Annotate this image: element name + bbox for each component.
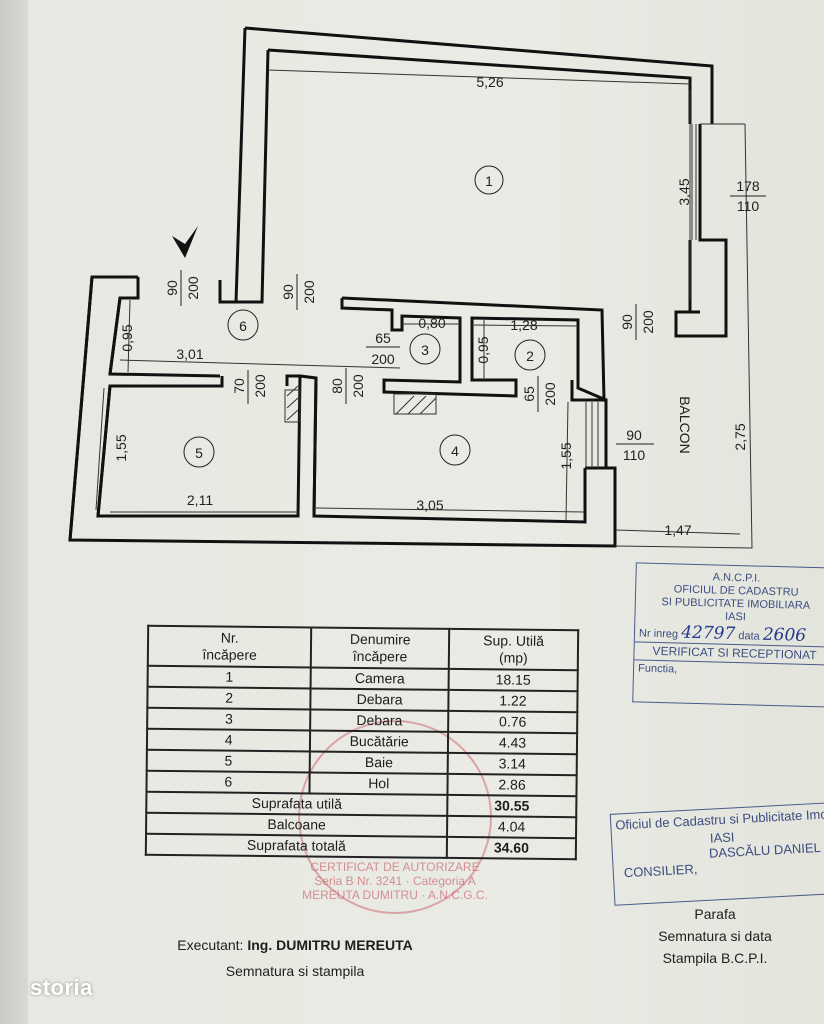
- window-marks: [585, 124, 697, 468]
- page-edge: [0, 0, 30, 1024]
- svg-text:200: 200: [252, 374, 268, 398]
- north-arrow-icon: [172, 226, 198, 258]
- svg-text:90: 90: [626, 427, 642, 443]
- door-label-baie: 70 200: [231, 370, 268, 404]
- dim-label: 2,11: [187, 492, 213, 508]
- room-1-number: 1: [485, 173, 493, 189]
- svg-text:80: 80: [329, 378, 345, 394]
- svg-text:90: 90: [280, 284, 296, 300]
- dim-label: 3,05: [416, 497, 443, 513]
- svg-text:90: 90: [619, 314, 635, 330]
- red-authorization-stamp: [298, 720, 492, 914]
- hatch-lines: [286, 385, 437, 421]
- door-label-debara-2: 65 200: [521, 376, 558, 412]
- dim-label: 3,01: [176, 346, 203, 362]
- red-stamp-text: CERTIFICAT DE AUTORIZARE Seria B Nr. 324…: [302, 860, 488, 902]
- window-label-bottom: 110: [737, 198, 760, 214]
- dim-label: 0,80: [418, 315, 445, 331]
- walls: [68, 26, 728, 548]
- ancpi-stamp: A.N.C.P.I. OFICIUL DE CADASTRU SI PUBLIC…: [632, 562, 824, 708]
- door-label-entry: 90 200: [164, 270, 201, 306]
- room-6-number: 6: [239, 318, 247, 334]
- door-label-hol: 90 200: [280, 274, 317, 310]
- svg-text:65: 65: [375, 330, 391, 346]
- svg-text:65: 65: [521, 386, 537, 402]
- dimension-lines: [95, 69, 753, 549]
- executant-caption: Executant: Ing. DUMITRU MEREUTA Semnatur…: [177, 937, 413, 979]
- floor-plan: 1 6 3 2 5 4 5,26 3,45 178 110 90 200 90 20…: [68, 26, 766, 549]
- dim-label: 2,75: [732, 423, 748, 450]
- svg-text:200: 200: [542, 382, 558, 406]
- svg-text:200: 200: [640, 310, 656, 334]
- dim-label: 3,45: [676, 178, 692, 205]
- room-5-number: 5: [195, 445, 203, 461]
- svg-text:200: 200: [185, 276, 201, 300]
- registration-number: 42797: [680, 622, 736, 645]
- svg-text:200: 200: [301, 280, 317, 304]
- storia-watermark: storia: [30, 975, 93, 1000]
- svg-text:200: 200: [371, 351, 395, 367]
- svg-text:200: 200: [350, 374, 366, 398]
- dim-label: 1,28: [510, 317, 537, 333]
- room-circles: [183, 165, 546, 468]
- door-label-camera: 90 200: [619, 304, 656, 340]
- balcony-label: BALCON: [677, 396, 693, 454]
- dim-label: 5,26: [476, 74, 503, 90]
- shaft-hatch: [393, 393, 437, 415]
- window-label-top: 178: [736, 178, 760, 194]
- dim-label: 0,95: [119, 324, 135, 351]
- dim-label: 1,47: [664, 522, 691, 538]
- svg-text:90: 90: [164, 280, 180, 296]
- shaft-hatch: [284, 389, 301, 423]
- bcpi-caption: Parafa Semnatura si data Stampila B.C.P.…: [658, 906, 772, 966]
- registration-date: 2606: [762, 624, 807, 646]
- room-3-number: 3: [421, 342, 429, 358]
- dim-label: 1,55: [113, 434, 129, 461]
- svg-text:70: 70: [231, 378, 247, 394]
- door-label-bucatarie: 80 200: [329, 368, 366, 404]
- svg-text:110: 110: [623, 447, 646, 463]
- room-4-number: 4: [451, 443, 459, 459]
- room-2-number: 2: [526, 348, 534, 364]
- dim-label: 1,55: [558, 442, 574, 469]
- dim-label: 0,95: [475, 336, 491, 363]
- ocpi-stamp: Oficiul de Cadastru si Publicitate Imobi…: [609, 802, 824, 906]
- executant-name: Ing. DUMITRU MEREUTA: [247, 937, 413, 953]
